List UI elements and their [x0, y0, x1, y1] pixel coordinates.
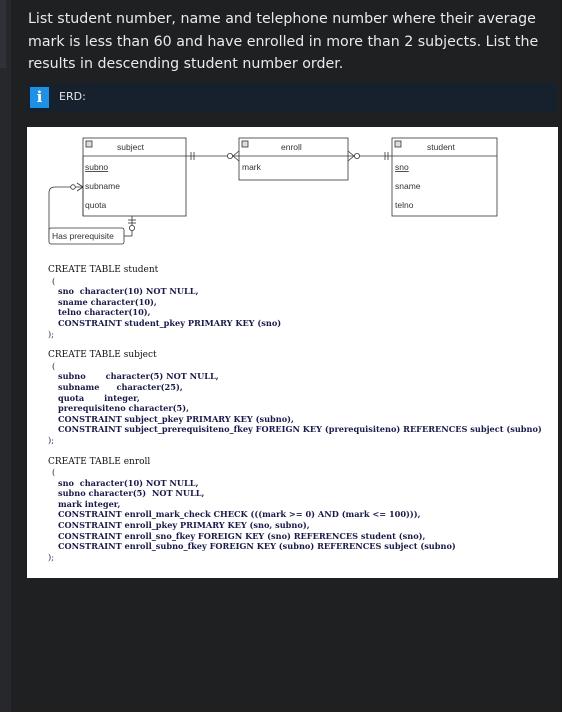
table-icon: [85, 140, 93, 148]
right-edge: [560, 0, 562, 712]
student-field-telno: telno: [395, 200, 414, 210]
subject-title: subject: [117, 142, 145, 152]
sql-line: prerequisiteno character(5),: [58, 403, 189, 414]
student-entity-box: [391, 137, 498, 217]
sql-line: CONSTRAINT subject_pkey PRIMARY KEY (sub…: [58, 413, 294, 424]
subject-field-subname: subname: [85, 181, 120, 191]
enroll-title: enroll: [281, 142, 302, 152]
sql-line: CONSTRAINT enroll_mark_check CHECK (((ma…: [58, 509, 421, 520]
sql-line: CONSTRAINT enroll_pkey PRIMARY KEY (sno,…: [58, 520, 310, 531]
sql-close: );: [48, 551, 54, 562]
sql-line: telno character(10),: [58, 307, 151, 318]
sql-close: );: [48, 328, 54, 339]
subject-field-quota: quota: [85, 200, 107, 210]
sql-line: sno character(10) NOT NULL,: [58, 477, 199, 488]
student-field-sname: sname: [395, 181, 421, 191]
sql-line: CONSTRAINT enroll_subno_fkey FOREIGN KEY…: [58, 541, 456, 552]
sql-header-enroll: CREATE TABLE enroll: [48, 456, 151, 467]
sql-line: CONSTRAINT student_pkey PRIMARY KEY (sno…: [58, 317, 282, 328]
left-gutter: [0, 0, 11, 712]
sql-line: sno character(10) NOT NULL,: [58, 286, 199, 297]
sql-line: quota integer,: [58, 392, 140, 403]
sql-open: (: [52, 360, 56, 371]
sql-ddl: CREATE TABLE student ( sno character(10)…: [48, 265, 553, 562]
erd-diagram: subject subno subname quota enroll mark …: [48, 137, 498, 245]
info-icon: i: [30, 87, 49, 108]
prerequisite-label: Has prerequisite: [52, 231, 114, 241]
sql-open: (: [52, 467, 56, 478]
sql-line: CONSTRAINT enroll_sno_fkey FOREIGN KEY (…: [58, 530, 426, 541]
sql-line: subname character(25),: [58, 381, 183, 392]
sql-close: );: [48, 434, 54, 445]
sql-open: (: [52, 275, 56, 286]
enroll-entity-box: [238, 137, 349, 181]
table-icon: [394, 140, 402, 148]
sql-line: sname character(10),: [58, 296, 157, 307]
question-text: List student number, name and telephone …: [28, 11, 539, 72]
sql-header-subject: CREATE TABLE subject: [48, 350, 157, 361]
student-title: student: [427, 142, 456, 152]
erd-image: subject subno subname quota enroll mark …: [27, 127, 558, 578]
sql-header-student: CREATE TABLE student: [48, 265, 159, 275]
sql-line: CONSTRAINT subject_prerequisiteno_fkey F…: [58, 424, 542, 435]
question-accent: [0, 0, 6, 68]
sql-line: subno character(5) NOT NULL,: [58, 371, 219, 382]
enroll-field-mark: mark: [242, 162, 262, 172]
student-field-sno: sno: [395, 162, 409, 172]
erd-info-bar: i ERD:: [27, 83, 557, 112]
sql-line: subno character(5) NOT NULL,: [58, 488, 205, 499]
subject-field-subno: subno: [85, 162, 108, 172]
table-icon: [241, 140, 249, 148]
sql-line: mark integer,: [58, 498, 121, 509]
erd-label: ERD:: [59, 90, 86, 103]
